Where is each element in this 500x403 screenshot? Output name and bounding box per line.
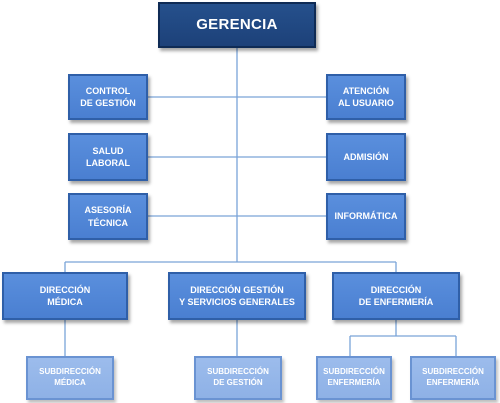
node-subdireccion-medica: SUBDIRECCIÓN MÉDICA [26, 356, 114, 400]
node-salud-laboral: SALUD LABORAL [68, 133, 148, 181]
node-asesoria-tecnica: ASESORÍA TÉCNICA [68, 193, 148, 240]
node-subdireccion-enfermeria-1: SUBDIRECCIÓN ENFERMERÍA [316, 356, 392, 400]
node-informatica: INFORMÁTICA [326, 193, 406, 240]
node-subdireccion-gestion: SUBDIRECCIÓN DE GESTIÓN [194, 356, 282, 400]
node-direccion-medica: DIRECCIÓN MÉDICA [2, 272, 128, 320]
node-direccion-gestion-servicios: DIRECCIÓN GESTIÓN Y SERVICIOS GENERALES [168, 272, 306, 320]
node-subdireccion-enfermeria-2: SUBDIRECCIÓN ENFERMERÍA [410, 356, 496, 400]
node-gerencia: GERENCIA [158, 2, 316, 48]
node-direccion-enfermeria: DIRECCIÓN DE ENFERMERÍA [332, 272, 460, 320]
node-atencion-al-usuario: ATENCIÓN AL USUARIO [326, 74, 406, 120]
node-control-de-gestion: CONTROL DE GESTIÓN [68, 74, 148, 120]
node-admision: ADMISIÓN [326, 133, 406, 181]
